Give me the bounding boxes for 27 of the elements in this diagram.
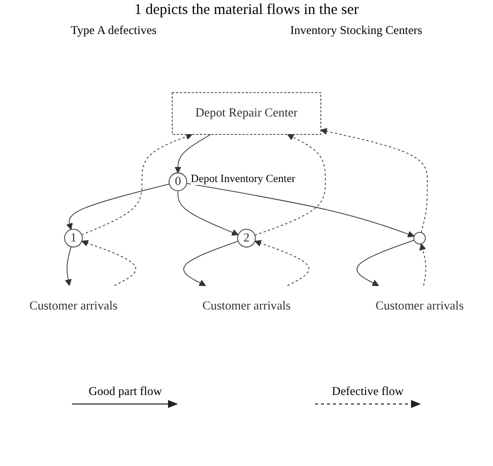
arrow [186, 182, 414, 238]
body-text: 1 depicts the material flows in the ser [134, 2, 359, 18]
node-circle: 0 [168, 172, 188, 192]
arrow [81, 133, 193, 236]
arrow [174, 134, 212, 174]
arrow [356, 240, 415, 286]
arrow [66, 184, 170, 230]
arrow [320, 128, 428, 233]
node-caption: Depot Inventory Center [190, 172, 296, 185]
node-circle [413, 232, 426, 244]
legend-label: Defective flow [332, 384, 404, 399]
node-circle: 2 [237, 228, 256, 248]
arrow [178, 190, 239, 236]
legend-label: Good part flow [88, 384, 162, 399]
node-text: Customer arrivals [376, 300, 464, 313]
node-box: Depot Repair Center [172, 92, 322, 135]
arrow [81, 240, 136, 286]
node-text: Customer arrivals [202, 300, 291, 313]
arrow [254, 240, 310, 286]
node-circle: 1 [64, 228, 83, 248]
arrow [183, 240, 239, 286]
arrow [254, 134, 326, 236]
arrow [419, 243, 426, 286]
arrow [64, 246, 72, 286]
note-label: Type A defectives [70, 23, 157, 38]
note-label: Inventory Stocking Centers [290, 23, 422, 38]
node-text: Customer arrivals [29, 300, 118, 313]
